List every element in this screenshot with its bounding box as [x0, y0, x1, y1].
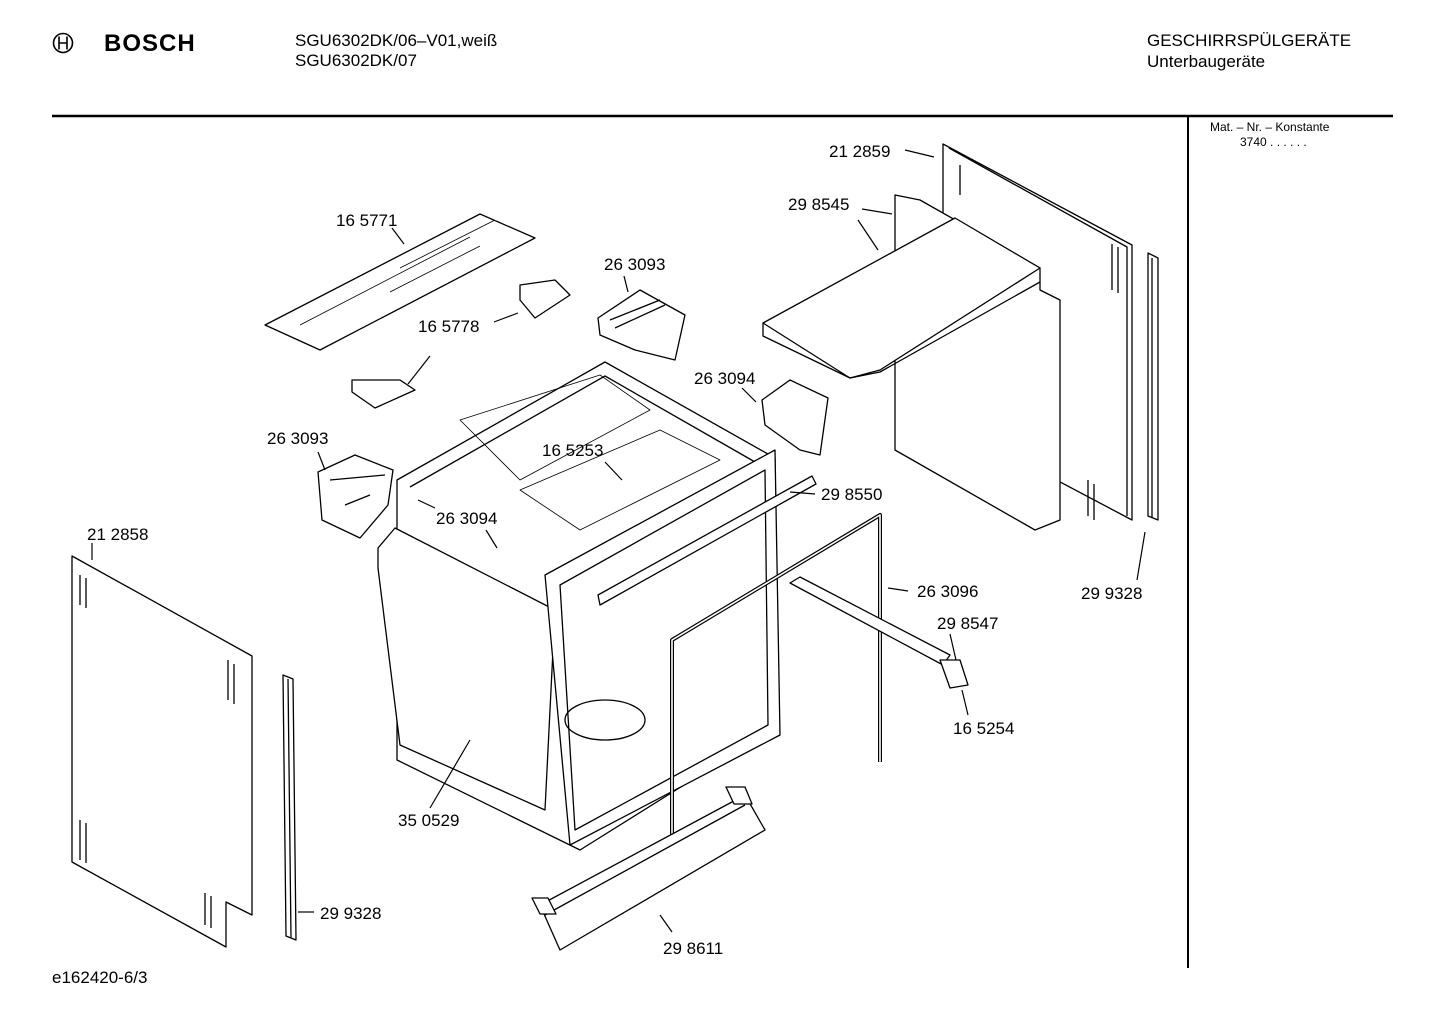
brand-name: BOSCH	[104, 30, 196, 57]
label-263094-left: 26 3094	[436, 509, 497, 528]
hinge-holder-upper	[597, 289, 686, 361]
model-number-2: SGU6302DK/07	[295, 51, 417, 70]
label-263096: 26 3096	[917, 582, 978, 601]
bar-end-cap	[939, 659, 969, 689]
label-350529: 35 0529	[398, 811, 459, 830]
label-165778: 16 5778	[418, 317, 479, 336]
label-212858: 21 2858	[87, 525, 148, 544]
door-seal	[670, 513, 882, 880]
label-298611: 29 8611	[663, 939, 723, 958]
tub	[377, 361, 781, 851]
label-263094-upper: 26 3094	[694, 369, 755, 388]
label-263093-left: 26 3093	[267, 429, 328, 448]
top-plate	[264, 213, 536, 351]
mat-nr-label: Mat. – Nr. – Konstante	[1210, 120, 1330, 134]
rail-upper	[597, 475, 817, 606]
label-298545: 29 8545	[788, 195, 849, 214]
part-labels: 21 2859 29 8545 16 5771 26 3093 16 5778 …	[87, 142, 1142, 958]
label-299328-right: 29 9328	[1081, 584, 1142, 603]
label-263093-upper: 26 3093	[604, 255, 665, 274]
insulation-box	[762, 194, 1061, 531]
leader-lines	[91, 149, 1146, 933]
plinth	[531, 786, 766, 951]
left-side-panel	[71, 555, 253, 948]
bracket-upper	[519, 279, 571, 319]
left-trim-strip	[282, 674, 297, 941]
bracket-lower	[351, 379, 416, 409]
diagram-code: e162420-6/3	[52, 968, 148, 987]
model-number-1: SGU6302DK/06–V01,weiß	[295, 31, 498, 50]
label-298547: 29 8547	[937, 614, 998, 633]
label-298550: 29 8550	[821, 485, 882, 504]
hinge-holder-left	[317, 454, 394, 539]
hinge-bracket-right	[761, 379, 829, 456]
label-212859: 21 2859	[829, 142, 890, 161]
label-165254: 16 5254	[953, 719, 1014, 738]
label-165771: 16 5771	[336, 211, 397, 230]
mat-nr-value: 3740 . . . . . .	[1240, 135, 1307, 149]
label-165253: 16 5253	[542, 441, 603, 460]
subcategory-title: Unterbaugeräte	[1147, 52, 1266, 71]
label-299328-left: 29 9328	[320, 904, 381, 923]
category-title: GESCHIRRSPÜLGERÄTE	[1147, 31, 1352, 50]
front-bar	[789, 576, 969, 689]
bosch-logo-icon	[52, 32, 74, 54]
right-trim-strip	[1147, 252, 1159, 521]
